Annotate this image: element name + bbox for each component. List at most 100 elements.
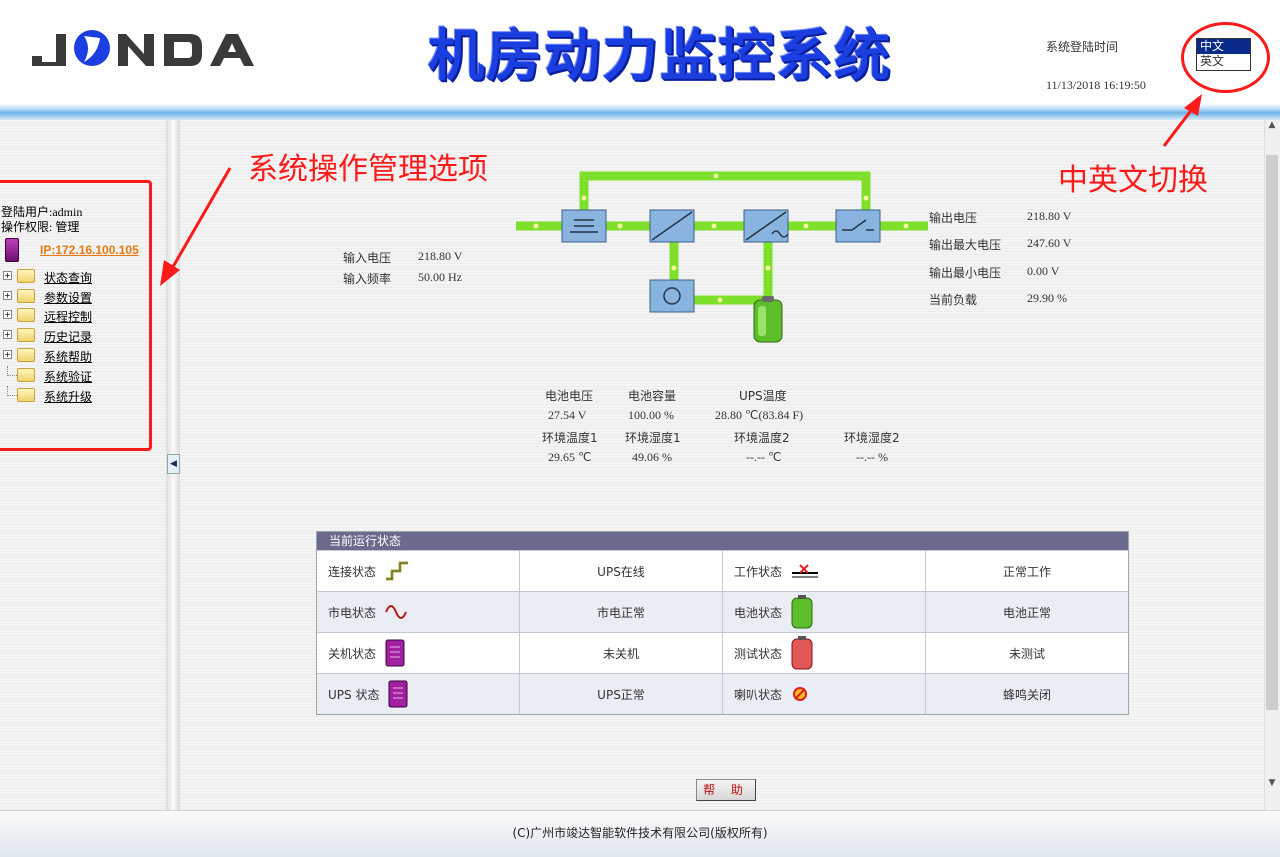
annotation-arrow [160, 167, 232, 286]
ups-status-label: UPS 状态 [328, 687, 380, 702]
help-button[interactable]: 帮 助 [696, 779, 756, 801]
expand-icon[interactable]: + [3, 330, 12, 339]
folder-icon [17, 308, 35, 322]
buzzer-status-label: 喇叭状态 [734, 687, 783, 702]
input-frequency-label: 输入频率 [343, 272, 392, 286]
footer [0, 810, 1280, 857]
output-min-voltage-label: 输出最小电压 [929, 266, 1002, 280]
buzzer-status-value: 蜂鸣关闭 [1002, 687, 1051, 702]
ups-flow-diagram [516, 171, 928, 343]
ups-temperature-label: UPS温度 [739, 389, 787, 403]
menu-item-system-upgrade[interactable]: 系统升级 [0, 386, 120, 404]
annotation-menu-note: 系统操作管理选项 [248, 152, 488, 187]
input-voltage-value: 218.80 V [418, 249, 463, 263]
annotation-circle [1181, 22, 1270, 93]
menu-item-history[interactable]: + 历史记录 [0, 326, 120, 344]
menu-item-label[interactable]: 系统帮助 [44, 350, 93, 364]
ups-icon [388, 680, 408, 708]
menu-item-remote-control[interactable]: + 远程控制 [0, 306, 120, 324]
folder-icon [17, 348, 35, 362]
login-time-label: 系统登陆时间 [1046, 40, 1119, 54]
input-voltage-label: 输入电压 [343, 251, 392, 265]
menu-item-label[interactable]: 历史记录 [44, 330, 93, 344]
expand-icon[interactable]: + [3, 310, 12, 319]
rectifier-module-icon [561, 209, 607, 243]
annotation-language-note: 中英文切换 [1058, 163, 1208, 198]
expand-icon[interactable]: + [3, 291, 12, 300]
menu-item-label[interactable]: 系统验证 [44, 370, 93, 384]
permission-level: 操作权限: 管理 [1, 220, 80, 234]
menu-item-label[interactable]: 系统升级 [44, 390, 93, 404]
ups-status-value: UPS正常 [520, 674, 723, 714]
mains-status-label: 市电状态 [328, 605, 377, 620]
status-table-title: 当前运行状态 [317, 532, 1128, 550]
test-status-value: 未测试 [1008, 646, 1045, 661]
annotation-frame [0, 180, 152, 451]
mains-status-value: 市电正常 [520, 592, 723, 632]
table-row: 连接状态 UPS在线 工作状态 正常工作 [317, 550, 1128, 591]
env-temperature-1-value: 29.65 ℃ [548, 450, 592, 464]
status-label-cell: 市电状态 [317, 592, 520, 632]
menu-item-parameter-settings[interactable]: + 参数设置 [0, 287, 120, 305]
ip-address-link[interactable]: IP:172.16.100.105 [40, 243, 139, 257]
env-temperature-2-value: --.-- ℃ [746, 450, 782, 464]
scroll-up-icon[interactable]: ▲ [1268, 120, 1276, 130]
battery-capacity-label: 电池容量 [628, 389, 677, 403]
folder-icon [17, 289, 35, 303]
output-min-voltage-value: 0.00 V [1027, 264, 1060, 278]
converter-module-icon [649, 209, 695, 243]
input-frequency-value: 50.00 Hz [418, 270, 462, 284]
menu-item-label[interactable]: 远程控制 [44, 310, 93, 324]
output-max-voltage-value: 247.60 V [1027, 236, 1072, 250]
buzzer-off-icon [793, 687, 808, 701]
connection-status-label: 连接状态 [328, 564, 377, 579]
login-time-value: 11/13/2018 16:19:50 [1046, 78, 1146, 92]
tree-line [7, 386, 17, 396]
expand-icon[interactable]: + [3, 271, 12, 280]
current-load-label: 当前负载 [929, 293, 978, 307]
header [0, 0, 1280, 104]
connection-icon [386, 561, 409, 581]
battery-voltage-value: 27.54 V [548, 408, 587, 422]
output-voltage-label: 输出电压 [929, 211, 978, 225]
ups-temperature-value: 28.80 ℃(83.84 F) [715, 408, 804, 422]
menu-item-label[interactable]: 参数设置 [44, 291, 93, 305]
expand-icon[interactable]: + [3, 350, 12, 359]
shutdown-status-value: 未关机 [520, 633, 723, 673]
mains-wave-icon [385, 605, 407, 619]
work-status-value: 正常工作 [1002, 564, 1051, 579]
annotation-arrow [1162, 94, 1202, 147]
env-temperature-1-label: 环境温度1 [542, 431, 598, 445]
test-status-label: 测试状态 [734, 646, 783, 661]
header-divider-bar [0, 104, 1280, 120]
shutdown-icon [385, 639, 405, 667]
login-user: 登陆用户:admin [1, 205, 83, 219]
status-label-cell: UPS 状态 [317, 674, 520, 714]
output-voltage-value: 218.80 V [1027, 209, 1072, 223]
collapse-sidebar-button[interactable]: ◀ [167, 454, 180, 474]
menu-item-system-help[interactable]: + 系统帮助 [0, 346, 120, 364]
folder-icon [17, 368, 35, 382]
shutdown-status-label: 关机状态 [328, 646, 377, 661]
battery-green-icon [791, 595, 813, 629]
scrollbar-thumb[interactable] [1266, 155, 1278, 710]
env-humidity-2-label: 环境湿度2 [844, 431, 900, 445]
current-load-value: 29.90 % [1027, 291, 1067, 305]
env-humidity-1-label: 环境湿度1 [625, 431, 681, 445]
copyright-text: (C)广州市竣达智能软件技术有限公司(版权所有) [512, 826, 768, 840]
menu-item-status-query[interactable]: + 状态查询 [0, 267, 120, 285]
status-label-cell: 测试状态 [723, 633, 926, 673]
menu-item-label[interactable]: 状态查询 [44, 271, 93, 285]
battery-voltage-label: 电池电压 [545, 389, 594, 403]
status-label-cell: 电池状态 [723, 592, 926, 632]
work-status-label: 工作状态 [734, 564, 783, 579]
static-switch-icon [835, 209, 881, 243]
status-label-cell: 关机状态 [317, 633, 520, 673]
status-label-cell: 喇叭状态 [723, 674, 926, 714]
env-humidity-1-value: 49.06 % [632, 450, 672, 464]
scroll-down-icon[interactable]: ▼ [1268, 778, 1276, 788]
menu-item-system-verify[interactable]: 系统验证 [0, 366, 120, 384]
work-mode-icon [792, 564, 819, 578]
table-row: 关机状态 未关机 测试状态 未测试 [317, 632, 1128, 673]
device-icon [5, 238, 19, 262]
